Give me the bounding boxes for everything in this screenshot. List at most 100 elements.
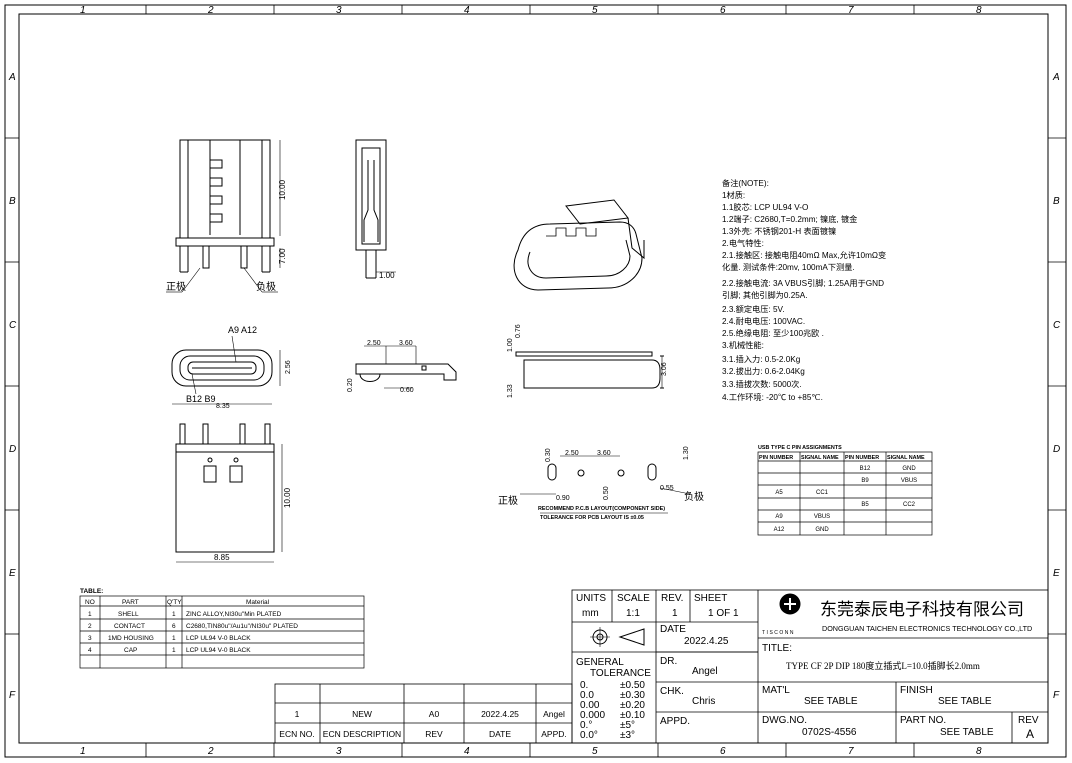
bom-table: TABLE: NO PART Q'TY Material 1 SHELL 1 Z…	[79, 588, 365, 669]
pin-cell: CC1	[816, 490, 829, 496]
note-line: 引脚; 其他引脚为0.25A.	[722, 290, 808, 300]
tb-company-cn: 东莞泰辰电子科技有限公司	[820, 600, 1024, 619]
rev-row-date: 2022.4.25	[481, 709, 519, 719]
dim-front-height: 10.00	[283, 487, 292, 508]
tb-part: SEE TABLE	[940, 727, 994, 738]
bom-cell: 4	[88, 647, 92, 654]
note-line: 1.3外壳: 不锈钢201-H 表面镀镍	[722, 226, 836, 236]
pin-cell: B5	[861, 502, 869, 508]
bom-cell: LCP UL94 V-0 BLACK	[186, 635, 251, 642]
zone-col-2: 2	[207, 5, 214, 16]
note-line: 2.电气特性:	[722, 238, 764, 248]
revision-block: 1 NEW A0 2022.4.25 Angel ECN NO. ECN DES…	[274, 683, 573, 744]
bom-cell: 1	[172, 635, 176, 642]
tol-val: 0.000	[580, 710, 605, 721]
zone-row-a: A	[8, 72, 16, 83]
fp-label-positive: 正极	[498, 494, 518, 507]
label-negative: 负极	[256, 280, 276, 293]
zone-col-5b: 5	[592, 746, 598, 757]
label-positive: 正极	[166, 280, 186, 293]
pin-cell: A5	[775, 490, 783, 496]
label-pins-top: A9 A12	[228, 325, 257, 335]
pin-header: PIN NUMBER	[845, 455, 879, 461]
zone-col-6: 6	[720, 5, 726, 16]
bom-header: PART	[122, 599, 139, 606]
zone-col-8: 8	[976, 5, 982, 16]
isometric-view	[513, 199, 645, 291]
tb-date: 2022.4.25	[684, 636, 729, 647]
tb-dr-label: DR.	[660, 656, 677, 667]
tb-rev-label: REV.	[661, 593, 683, 604]
tb-general: GENERAL	[576, 657, 624, 668]
note-line: 2.4.耐电电压: 100VAC.	[722, 316, 805, 326]
pin-header: PIN NUMBER	[759, 455, 793, 461]
dim-fp-050: 0.50	[603, 486, 610, 500]
dim-fp-360: 3.60	[597, 450, 611, 457]
note-line: 3.2.拔出力: 0.6-2.04Kg	[722, 366, 805, 376]
note-line: 化量. 测试条件:20mv, 100mA下测量.	[722, 262, 855, 272]
zone-row-e: E	[9, 568, 16, 579]
tb-date-label: DATE	[660, 624, 686, 635]
tb-scale: 1:1	[626, 608, 640, 619]
dim-fp-030: 0.30	[545, 448, 552, 462]
dim-020: 0.20	[347, 378, 354, 392]
tol-dev: ±0.10	[620, 710, 645, 721]
tb-dwg: 0702S-4556	[802, 727, 857, 738]
dim-100: 1.00	[507, 338, 514, 352]
zone-row-b-r: B	[1053, 196, 1060, 207]
pcb-tolerance: TOLERANCE FOR PCB LAYOUT IS ±0.05	[540, 515, 644, 521]
rev-header: APPD.	[541, 729, 567, 739]
pin-cell: GND	[902, 466, 916, 472]
tol-dev: ±5°	[620, 720, 635, 731]
bom-cell: 1	[172, 647, 176, 654]
tb-tolerance: TOLERANCE	[590, 668, 651, 679]
zone-col-4: 4	[464, 5, 470, 16]
note-line: 4.工作环境: -20℃ to +85℃.	[722, 392, 823, 402]
bom-cell: ZINC ALLOY,NI30u"Min PLATED	[186, 611, 282, 618]
pin-header: SIGNAL NAME	[801, 455, 839, 461]
border-zone-ticks	[5, 5, 1066, 757]
tb-finish-label: FINISH	[900, 685, 933, 696]
projection-symbol	[590, 627, 645, 647]
zone-row-e-r: E	[1053, 568, 1060, 579]
tb-units-label: UNITS	[576, 593, 606, 604]
tb-sheet-label: SHEET	[694, 593, 727, 604]
bom-header: Material	[246, 599, 270, 606]
dim-250: 2.50	[367, 340, 381, 347]
zone-col-1: 1	[80, 5, 86, 16]
dim-tail: 1.00	[379, 271, 395, 280]
tb-finish: SEE TABLE	[938, 696, 992, 707]
bom-cell: 3	[88, 635, 92, 642]
dim-side-height: 10.00	[278, 179, 287, 200]
zone-col-5: 5	[592, 5, 598, 16]
note-line: 2.3.额定电压: 5V.	[722, 304, 785, 314]
zone-col-2b: 2	[207, 746, 214, 757]
zone-row-c: C	[9, 320, 17, 331]
note-line: 3.机械性能:	[722, 340, 764, 350]
body-front-view	[175, 423, 283, 563]
dim-fp-130: 1.30	[683, 446, 690, 460]
pcb-footprint	[520, 455, 691, 514]
note-line: 1材质:	[722, 190, 745, 200]
tb-chk-label: CHK.	[660, 686, 684, 697]
pin-cell: B12	[860, 466, 871, 472]
bom-header: NO	[85, 599, 95, 606]
tb-matl-label: MAT'L	[762, 685, 790, 696]
tb-company-en: DONGGUAN TAICHEN ELECTRONICS TECHNOLOGY …	[822, 624, 1032, 633]
dim-lead: 7.00	[278, 248, 287, 264]
zone-row-d: D	[9, 444, 16, 455]
tb-rev2-label: REV	[1018, 715, 1039, 726]
profile-view	[515, 351, 664, 389]
rev-header: ECN DESCRIPTION	[323, 729, 401, 739]
bom-cell: CAP	[124, 647, 137, 654]
pin-header: SIGNAL NAME	[887, 455, 925, 461]
bom-cell: LCP UL94 V-0 BLACK	[186, 647, 251, 654]
side-view	[355, 139, 396, 279]
outer-frame	[4, 4, 1067, 758]
tb-sheet: 1 OF 1	[708, 608, 739, 619]
zone-row-f: F	[9, 690, 16, 701]
bom-cell: 2	[88, 623, 92, 630]
section-view	[355, 345, 457, 389]
pin-cell: CC2	[903, 502, 916, 508]
